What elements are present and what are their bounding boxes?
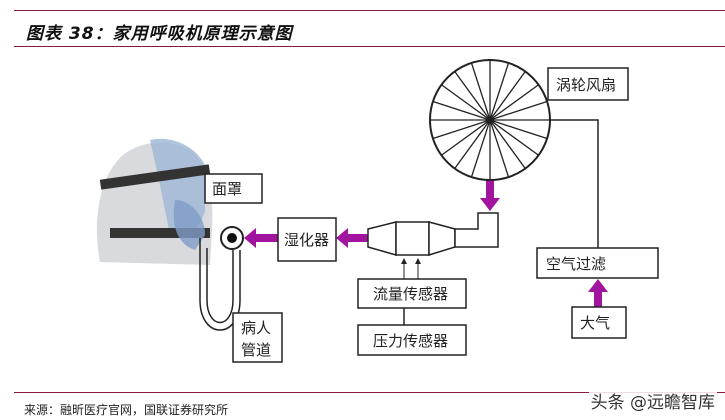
figure-title: 图表 38：家用呼吸机原理示意图	[26, 24, 293, 44]
svg-text:湿化器: 湿化器	[284, 231, 329, 249]
svg-text:流量传感器: 流量传感器	[373, 285, 448, 303]
svg-text:空气过滤: 空气过滤	[546, 255, 606, 273]
fan-blade	[454, 119, 491, 169]
fan-blade	[432, 100, 491, 121]
arrow-to-humidifier	[336, 228, 368, 248]
flow-channel	[367, 212, 499, 257]
patient-tube	[199, 226, 244, 331]
fan-blade	[489, 84, 539, 121]
turbine-fan	[429, 59, 551, 181]
fan-blade	[470, 119, 491, 178]
fan-blade	[489, 62, 510, 121]
bottom-rule	[14, 392, 725, 393]
svg-text:管道: 管道	[241, 341, 271, 359]
humidifier-box: 湿化器	[277, 217, 337, 262]
svg-text:大气: 大气	[580, 314, 610, 332]
fan-blade	[441, 119, 491, 156]
svg-text:涡轮风扇: 涡轮风扇	[556, 76, 616, 94]
fan-label: 涡轮风扇	[547, 67, 629, 101]
svg-text:压力传感器: 压力传感器	[373, 332, 448, 350]
svg-text:面罩: 面罩	[212, 180, 242, 198]
patient-head-image	[96, 138, 213, 265]
arrow-to-mask	[244, 228, 278, 248]
fan-blade	[489, 119, 510, 178]
arrow-fan-down	[480, 178, 500, 211]
pressure-sensor-box: 压力传感器	[357, 324, 467, 356]
fan-blade	[441, 84, 491, 121]
fan-blade	[489, 71, 526, 121]
svg-text:病人: 病人	[241, 319, 271, 337]
air-filter-box: 空气过滤	[536, 247, 659, 279]
fan-blade	[489, 119, 539, 156]
fan-blade	[454, 71, 491, 121]
fan-blade	[489, 119, 526, 169]
flow-sensor-box: 流量传感器	[357, 258, 467, 309]
fan-blade	[432, 119, 491, 140]
watermark: 头条 @远瞻智库	[588, 388, 717, 413]
source-note: 来源：融昕医疗官网，国联证券研究所	[24, 403, 229, 417]
arrow-atmosphere-up	[588, 279, 608, 307]
atmosphere-box: 大气	[571, 306, 627, 339]
fan-blade	[470, 62, 491, 121]
fan-blade	[489, 100, 548, 121]
tube-label: 病人 管道	[232, 312, 283, 363]
top-rule	[14, 10, 725, 11]
title-rule	[14, 46, 725, 47]
mask-label: 面罩	[204, 173, 263, 204]
fan-blade	[489, 119, 548, 140]
